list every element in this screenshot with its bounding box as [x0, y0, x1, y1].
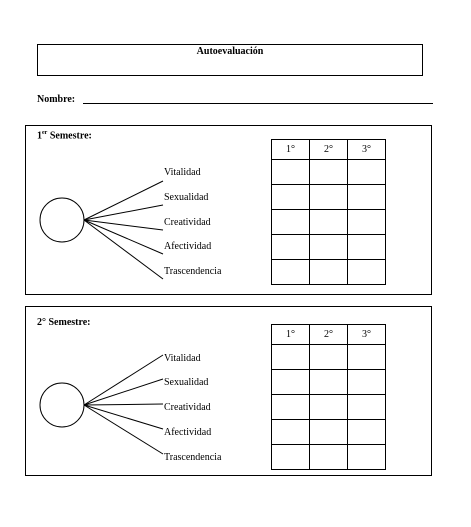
- table-cell[interactable]: [347, 369, 386, 395]
- table-cell[interactable]: [347, 234, 386, 260]
- center-circle: [39, 382, 85, 428]
- area-label-creatividad: Creatividad: [164, 217, 211, 228]
- semester-1-diagram: [39, 180, 164, 280]
- table-cell[interactable]: [271, 369, 310, 395]
- table-header-row: 1° 2° 3°: [271, 139, 386, 160]
- table-cell[interactable]: [271, 159, 310, 185]
- table-cell[interactable]: [347, 209, 386, 235]
- area-label-vitalidad: Vitalidad: [164, 167, 201, 178]
- table-cell[interactable]: [309, 394, 348, 420]
- column-header: 2°: [309, 139, 348, 160]
- table-cell[interactable]: [271, 394, 310, 420]
- table-row: [271, 369, 386, 395]
- column-header: 1°: [271, 324, 310, 345]
- column-header: 3°: [347, 139, 386, 160]
- table-cell[interactable]: [347, 394, 386, 420]
- table-cell[interactable]: [309, 259, 348, 285]
- connector-line: [83, 354, 164, 406]
- table-row: [271, 259, 386, 285]
- table-cell[interactable]: [347, 419, 386, 445]
- semester-2-evaluation-table: 1° 2° 3°: [271, 324, 386, 470]
- table-row: [271, 419, 386, 445]
- table-cell[interactable]: [347, 184, 386, 210]
- area-label-creatividad: Creatividad: [164, 402, 211, 413]
- area-label-afectividad: Afectividad: [164, 427, 212, 438]
- column-header: 1°: [271, 139, 310, 160]
- center-circle: [39, 197, 85, 243]
- table-cell[interactable]: [309, 444, 348, 470]
- table-cell[interactable]: [347, 159, 386, 185]
- semester-1-section: 1er Semestre: Vitalidad Sexualidad Creat…: [25, 125, 432, 295]
- table-row: [271, 159, 386, 185]
- table-cell[interactable]: [309, 184, 348, 210]
- table-row: [271, 394, 386, 420]
- column-header: 3°: [347, 324, 386, 345]
- table-cell[interactable]: [347, 259, 386, 285]
- table-cell[interactable]: [271, 209, 310, 235]
- area-label-vitalidad: Vitalidad: [164, 353, 201, 364]
- table-row: [271, 444, 386, 470]
- name-row: Nombre:: [37, 94, 435, 106]
- connector-line: [83, 204, 164, 221]
- table-cell[interactable]: [271, 234, 310, 260]
- table-row: [271, 209, 386, 235]
- connector-line: [83, 404, 164, 430]
- name-input-line[interactable]: [83, 103, 433, 104]
- table-row: [271, 184, 386, 210]
- semester-1-number: 1: [37, 130, 42, 142]
- table-row: [271, 344, 386, 370]
- table-cell[interactable]: [271, 184, 310, 210]
- connector-line: [83, 404, 164, 455]
- semester-1-title-rest: Semestre:: [47, 130, 92, 142]
- table-cell[interactable]: [309, 159, 348, 185]
- area-label-sexualidad: Sexualidad: [164, 377, 209, 388]
- connector-line: [83, 378, 164, 406]
- table-cell[interactable]: [271, 444, 310, 470]
- column-header: 2°: [309, 324, 348, 345]
- table-cell[interactable]: [309, 209, 348, 235]
- table-cell[interactable]: [309, 234, 348, 260]
- semester-2-section: 2° Semestre: Vitalidad Sexualidad Creati…: [25, 306, 432, 476]
- table-cell[interactable]: [309, 369, 348, 395]
- form-title: Autoevaluación: [196, 46, 264, 57]
- table-cell[interactable]: [271, 344, 310, 370]
- form-title-box: Autoevaluación: [37, 44, 423, 76]
- connector-line: [83, 180, 164, 221]
- semester-2-diagram: [39, 354, 164, 455]
- table-cell[interactable]: [271, 259, 310, 285]
- table-cell[interactable]: [309, 344, 348, 370]
- semester-2-number: 2° Semestre:: [37, 317, 91, 328]
- table-cell[interactable]: [271, 419, 310, 445]
- table-cell[interactable]: [347, 344, 386, 370]
- connector-line: [83, 403, 164, 406]
- area-label-sexualidad: Sexualidad: [164, 192, 209, 203]
- connector-line: [83, 219, 164, 255]
- connector-line: [83, 219, 164, 280]
- table-cell[interactable]: [309, 419, 348, 445]
- table-cell[interactable]: [347, 444, 386, 470]
- table-row: [271, 234, 386, 260]
- area-label-trascendencia: Trascendencia: [164, 266, 222, 277]
- connector-line: [83, 219, 164, 231]
- name-label: Nombre:: [37, 94, 76, 105]
- semester-2-title: 2° Semestre:: [37, 317, 91, 328]
- semester-1-superscript: er: [42, 130, 48, 136]
- area-label-trascendencia: Trascendencia: [164, 452, 222, 463]
- table-header-row: 1° 2° 3°: [271, 324, 386, 345]
- area-label-afectividad: Afectividad: [164, 241, 212, 252]
- semester-1-title: 1er Semestre:: [37, 130, 92, 141]
- semester-1-evaluation-table: 1° 2° 3°: [271, 139, 386, 285]
